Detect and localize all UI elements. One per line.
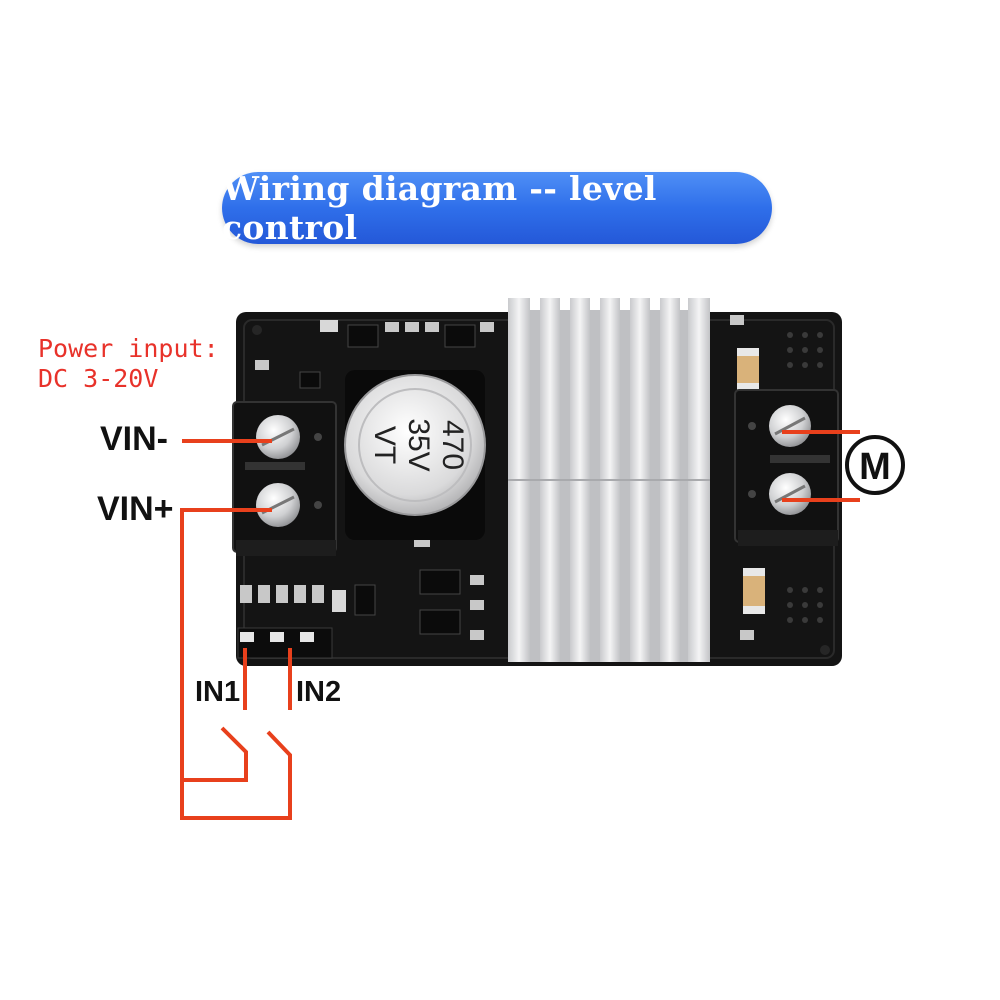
in1-label: IN1 xyxy=(195,676,241,708)
capacitor-voltage: 35V xyxy=(402,418,435,471)
motor-symbol: M xyxy=(845,435,905,495)
smd-components-top xyxy=(255,315,759,391)
wiring xyxy=(180,430,860,820)
capacitor-series: VT xyxy=(368,426,401,464)
motor-icon xyxy=(845,435,905,495)
motor-terminal-block xyxy=(734,389,839,546)
in2-label: IN2 xyxy=(296,676,342,708)
heatsink xyxy=(508,298,710,662)
power-note-line2: DC 3-20V xyxy=(38,364,159,393)
power-input-note: Power input: DC 3-20V xyxy=(38,334,219,394)
input-header-pins xyxy=(237,627,333,659)
electrolytic-capacitor: 470 35V VT xyxy=(344,370,486,540)
power-note-line1: Power input: xyxy=(38,334,219,363)
banner-title: Wiring diagram -- level control xyxy=(222,169,657,247)
vin-minus-label: VIN- xyxy=(100,420,168,458)
title-banner: Wiring diagram -- level control xyxy=(222,169,772,247)
smd-components-bottom xyxy=(240,535,765,640)
power-terminal-block xyxy=(232,401,337,556)
motor-label: M xyxy=(859,446,891,488)
vin-plus-label: VIN+ xyxy=(97,490,174,528)
capacitor-value: 470 xyxy=(436,420,469,470)
